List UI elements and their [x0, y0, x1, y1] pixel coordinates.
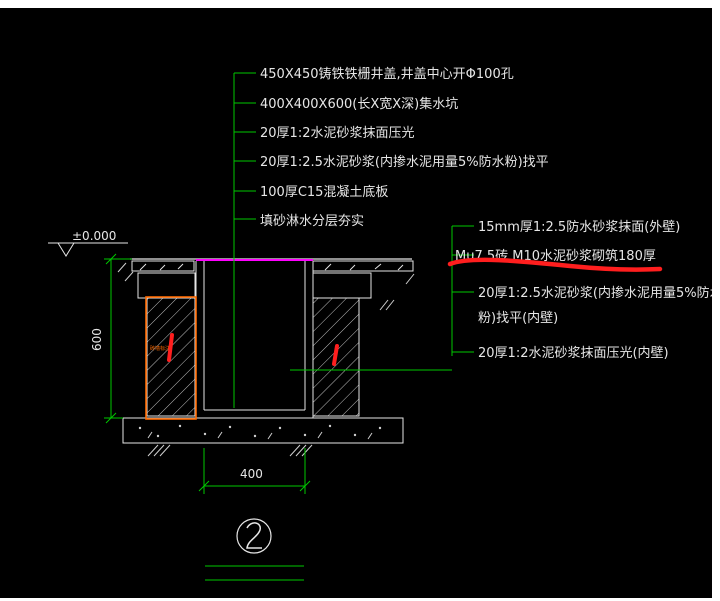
section-symbol-circle [236, 518, 272, 554]
red-mark-left [167, 333, 174, 362]
small-wall-note: 砖墙标注 [150, 345, 170, 352]
callout-inner-leveling-line2: 粉)找平(内壁) [478, 310, 558, 326]
callout-inner-finish-right: 20厚1:2水泥砂浆抹面压光(内壁) [478, 345, 669, 361]
section-symbol-numeral [246, 522, 262, 549]
right-wall-cap [312, 272, 372, 299]
dim-width-tick-right [299, 480, 311, 492]
detail-drawing: 砖墙标注 ±0.000 600 400 450X450铸铁铁栅井盖,井盖中心开Φ… [48, 66, 712, 581]
callout-base-slab: 100厚C15混凝土底板 [260, 184, 388, 200]
dim-height-value: 600 [90, 328, 104, 351]
base-aggregate-ticks [147, 431, 373, 440]
callout-inner-finish: 20厚1:2水泥砂浆抹面压光 [260, 126, 414, 141]
elevation-label: ±0.000 [72, 229, 116, 243]
callout-backfill: 填砂淋水分层夯实 [260, 214, 364, 229]
soil-hatch [117, 262, 415, 457]
dim-height-tick-bottom [105, 412, 117, 424]
callout-leveling: 20厚1:2.5水泥砂浆(内掺水泥用量5%防水粉)找平 [260, 154, 549, 170]
callout-inner-leveling-line1: 20厚1:2.5水泥砂浆(内掺水泥用量5%防水木 [478, 285, 712, 301]
elevation-triangle-icon [57, 242, 75, 257]
dim-width-tick-left [198, 480, 210, 492]
top-slab-left [131, 260, 195, 272]
concrete-base-slab [122, 417, 404, 444]
callout-outer-plaster: 15mm厚1:2.5防水砂浆抹面(外壁) [478, 219, 680, 235]
red-correction-stroke [447, 257, 663, 272]
highlighted-wall-box [145, 296, 197, 420]
slab-aggregate-marks [139, 263, 404, 271]
cad-canvas[interactable]: 砖墙标注 ±0.000 600 400 450X450铸铁铁栅井盖,井盖中心开Φ… [0, 8, 712, 598]
dim-width-value: 400 [240, 467, 263, 481]
base-aggregate [138, 424, 382, 438]
dim-height-tick-top [105, 253, 117, 265]
red-mark-right [332, 344, 339, 366]
callout-pit-size: 400X400X600(长X宽X深)集水坑 [260, 96, 458, 112]
left-wall-cap [137, 272, 196, 299]
callout-grate-cover: 450X450铸铁铁栅井盖,井盖中心开Φ100孔 [260, 66, 514, 82]
